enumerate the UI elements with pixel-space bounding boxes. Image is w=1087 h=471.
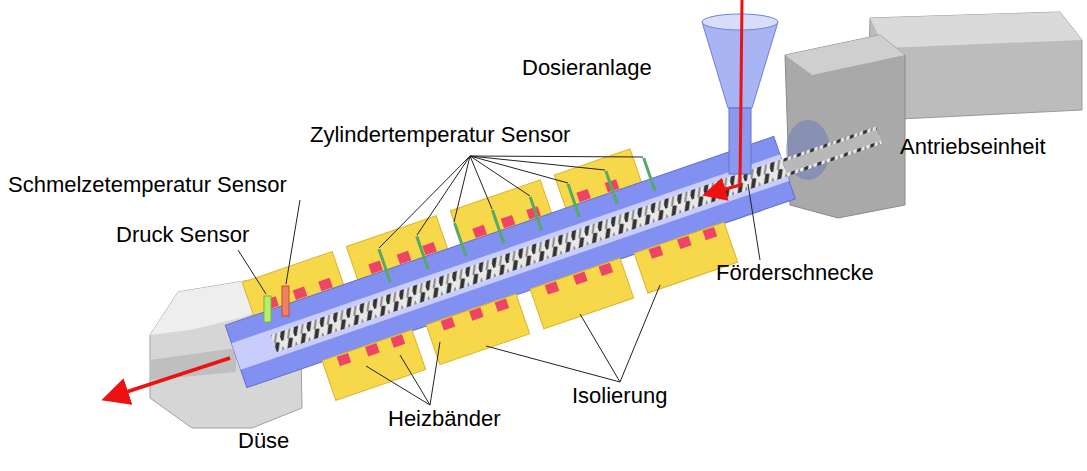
part-label: Zylindertemperatur Sensor [310,122,570,148]
part-label: Schmelzetemperatur Sensor [8,172,287,198]
part-label: Antriebseinheit [900,134,1046,160]
leader-lines [238,156,760,405]
drive-unit [785,12,1082,218]
part-label: Förderschnecke [716,260,874,286]
part-label: Dosieranlage [522,55,652,81]
part-label: Druck Sensor [116,222,249,248]
part-label: Heizbänder [388,406,501,432]
part-label: Düse [238,428,289,454]
part-label: Isolierung [572,383,667,409]
barrel-assembly [214,71,903,427]
